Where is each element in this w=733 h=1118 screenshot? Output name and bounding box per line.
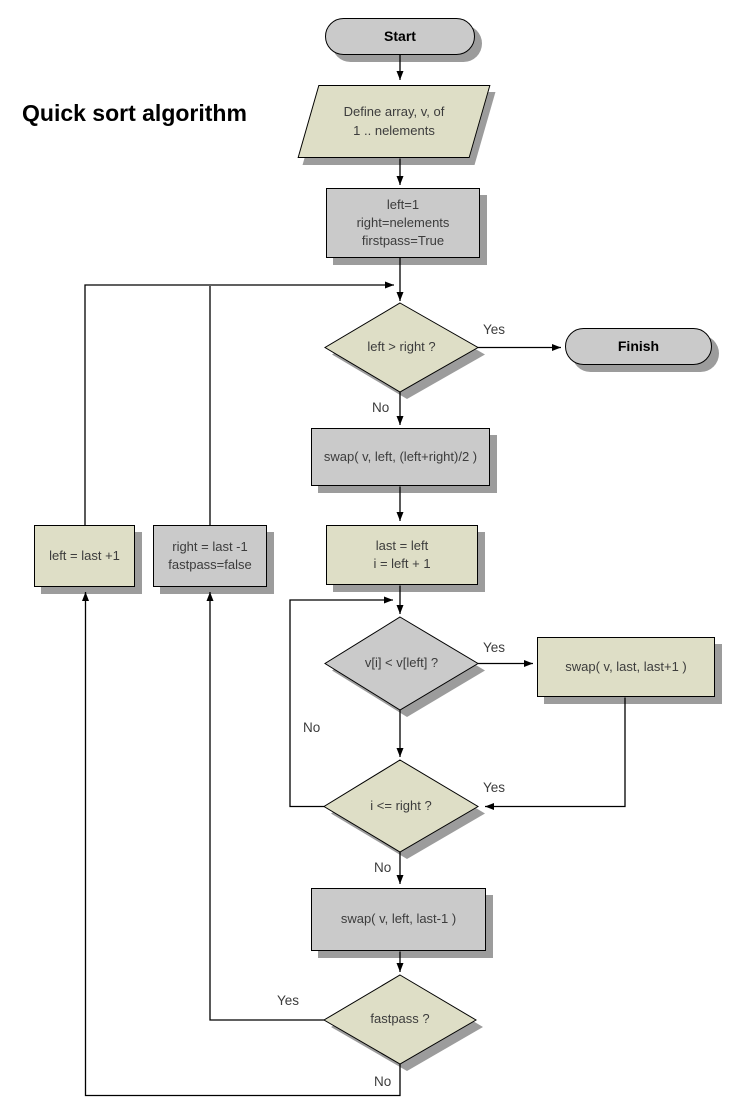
set-left-label: left = last +1 bbox=[49, 547, 120, 563]
edge-set-left-to-junction bbox=[84, 281, 394, 525]
edge-label-i-le-right-yes: Yes bbox=[483, 780, 506, 795]
edge-label-vi-lt-vleft-no: No bbox=[303, 720, 321, 735]
last-left-process-shape bbox=[326, 525, 478, 585]
i-le-right-label: i <= right ? bbox=[370, 797, 432, 813]
vi-lt-vleft-label: v[i] < v[left] ? bbox=[364, 655, 439, 671]
swap-left-last-label: swap( v, left, last-1 ) bbox=[340, 911, 457, 927]
edge-label-vi-lt-vleft-yes: Yes bbox=[483, 640, 506, 655]
set-right-label: right = last -1 fastpass=false bbox=[168, 538, 252, 572]
finish-label: Finish bbox=[617, 337, 660, 354]
edge-label-fastpass-yes: Yes bbox=[277, 993, 300, 1008]
finish-terminator-shape bbox=[565, 328, 712, 365]
edge-swap-last-to-i-le-right bbox=[485, 697, 626, 810]
define-array-label: Define array, v, of 1 .. nelements bbox=[343, 104, 445, 138]
edge-label-left-gt-right-no: No bbox=[372, 400, 390, 415]
swap-last-process-shape bbox=[537, 637, 715, 697]
swap-pivot-process-shape bbox=[311, 428, 490, 486]
edge-fastpass-no-to-set-left bbox=[82, 592, 401, 1097]
start-label: Start bbox=[384, 27, 416, 44]
swap-left-last-process-shape bbox=[311, 888, 486, 951]
swap-last-label: swap( v, last, last+1 ) bbox=[565, 658, 687, 674]
fastpass-label: fastpass ? bbox=[370, 1011, 430, 1027]
init-process-shape bbox=[326, 188, 480, 258]
edge-label-fastpass-no: No bbox=[374, 1074, 392, 1089]
set-right-process-shape bbox=[153, 525, 267, 587]
edge-label-i-le-right-no: No bbox=[374, 860, 392, 875]
set-left-process-shape bbox=[34, 525, 135, 587]
edge-label-left-gt-right-yes: Yes bbox=[483, 322, 506, 337]
init-label: left=1 right=nelements firstpass=True bbox=[356, 196, 450, 249]
left-gt-right-label: left > right ? bbox=[367, 339, 436, 355]
page-title: Quick sort algorithm bbox=[22, 100, 247, 126]
last-left-label: last = left i = left + 1 bbox=[373, 537, 431, 571]
start-terminator-shape bbox=[325, 18, 475, 55]
edge-fastpass-yes-to-set-right bbox=[206, 592, 324, 1021]
swap-pivot-label: swap( v, left, (left+right)/2 ) bbox=[323, 448, 478, 464]
edge-i-le-right-loop-back bbox=[289, 596, 393, 808]
